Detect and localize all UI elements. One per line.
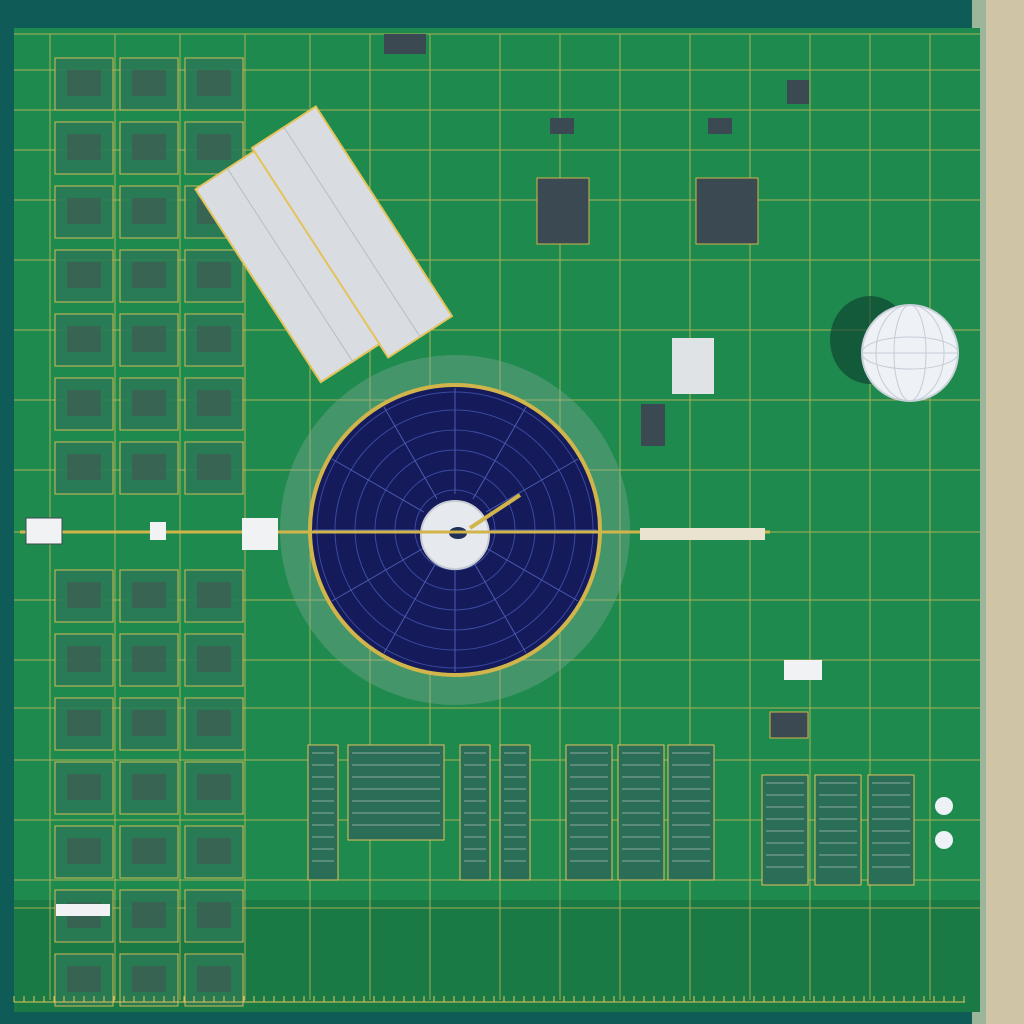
equipment-module-core bbox=[197, 710, 231, 736]
equipment-module bbox=[54, 57, 114, 111]
equipment-rack bbox=[867, 774, 915, 886]
equipment-module-core bbox=[67, 198, 101, 224]
equipment-module-core bbox=[132, 326, 166, 352]
equipment-module-core bbox=[67, 70, 101, 96]
dish-spoke bbox=[472, 406, 527, 500]
equipment-module-core bbox=[67, 390, 101, 416]
equipment-module-core bbox=[132, 582, 166, 608]
dish-spoke bbox=[331, 547, 425, 602]
equipment-module-core bbox=[67, 262, 101, 288]
control-buildings bbox=[56, 34, 822, 916]
equipment-module-core bbox=[67, 774, 101, 800]
equipment-module-core bbox=[197, 646, 231, 672]
equipment-module-core bbox=[132, 262, 166, 288]
equipment-module-core bbox=[132, 710, 166, 736]
dish-spoke bbox=[485, 458, 579, 513]
equipment-module-core bbox=[132, 838, 166, 864]
beach bbox=[986, 0, 1024, 1024]
equipment-module-core bbox=[67, 710, 101, 736]
equipment-module-core bbox=[67, 134, 101, 160]
equipment-module-core bbox=[132, 198, 166, 224]
equipment-module-core bbox=[67, 454, 101, 480]
dish-spoke bbox=[383, 406, 438, 500]
storage-tanks bbox=[935, 797, 953, 849]
solar-panel-array-icon bbox=[194, 105, 454, 384]
equipment-module-core bbox=[67, 966, 101, 992]
equipment-module-core bbox=[67, 838, 101, 864]
equipment-module-core bbox=[197, 902, 231, 928]
bottom-scale-ruler bbox=[13, 996, 965, 1003]
dish-spoke bbox=[383, 560, 438, 654]
bottom-equipment-blocks bbox=[307, 744, 915, 886]
equipment-rack bbox=[761, 774, 809, 886]
dish-spoke bbox=[472, 560, 527, 654]
equipment-module-core bbox=[132, 70, 166, 96]
equipment-rack bbox=[347, 744, 445, 841]
equipment-module-core bbox=[132, 454, 166, 480]
equipment-module-core bbox=[197, 966, 231, 992]
equipment-module-core bbox=[132, 902, 166, 928]
dish-spoke bbox=[331, 458, 425, 513]
equipment-module-core bbox=[197, 582, 231, 608]
equipment-module-core bbox=[132, 390, 166, 416]
equipment-module-core bbox=[67, 326, 101, 352]
equipment-module-core bbox=[197, 774, 231, 800]
equipment-module-core bbox=[132, 774, 166, 800]
dish-spoke bbox=[485, 547, 579, 602]
equipment-module bbox=[184, 249, 244, 303]
left-module-blocks bbox=[54, 57, 244, 1007]
equipment-module-core bbox=[132, 646, 166, 672]
radar-dome-icon bbox=[830, 296, 959, 402]
equipment-module-core bbox=[67, 646, 101, 672]
equipment-module-core bbox=[67, 582, 101, 608]
equipment-module-core bbox=[132, 134, 166, 160]
feed-line bbox=[20, 517, 770, 550]
equipment-module-core bbox=[197, 262, 231, 288]
equipment-module-core bbox=[197, 326, 231, 352]
equipment-rack bbox=[814, 774, 862, 886]
equipment-module-core bbox=[197, 454, 231, 480]
satellite-dish-icon bbox=[308, 383, 602, 677]
equipment-module-core bbox=[197, 70, 231, 96]
equipment-module-core bbox=[132, 966, 166, 992]
equipment-module-core bbox=[197, 134, 231, 160]
equipment-module-core bbox=[197, 838, 231, 864]
equipment-module-core bbox=[197, 390, 231, 416]
